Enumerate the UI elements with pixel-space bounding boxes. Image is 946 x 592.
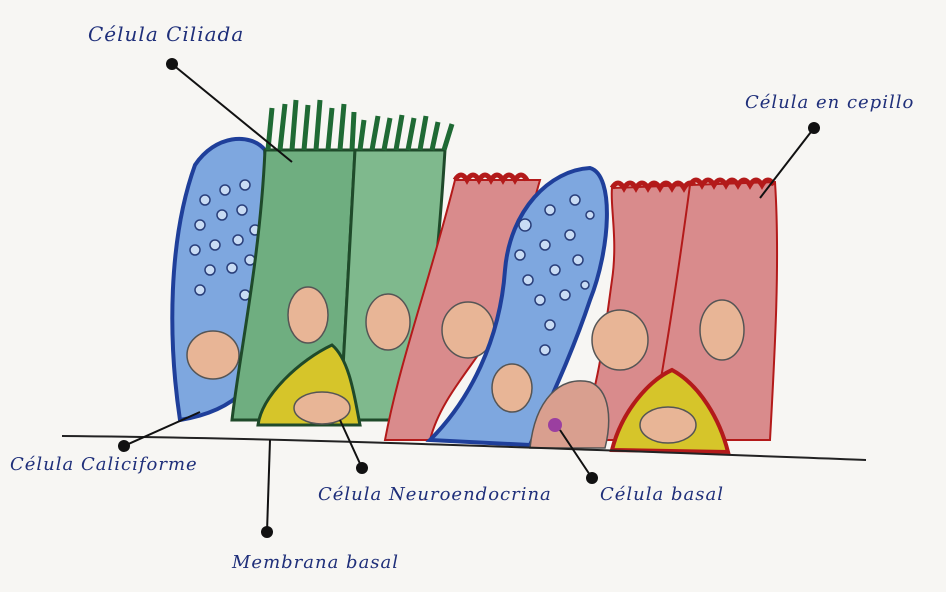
nucleus-goblet-right	[492, 364, 532, 412]
nucleus-neuroendocrine-right	[640, 407, 696, 443]
label-goblet-cell: Célula Caliciforme	[10, 454, 198, 475]
nucleus-brush-2	[592, 310, 648, 370]
microvilli-1	[455, 175, 527, 180]
nucleus-neuroendocrine-left	[294, 392, 350, 424]
basal-cell-granule	[548, 418, 562, 432]
leader-caliciforme	[124, 412, 200, 446]
leader-neuro	[340, 420, 362, 468]
label-neuroendocrine-cell: Célula Neuroendocrina	[318, 484, 552, 505]
nucleus-brush-3	[700, 300, 744, 360]
leader-cepillo	[760, 128, 814, 198]
label-basement-membrane: Membrana basal	[232, 552, 399, 573]
label-brush-cell: Célula en cepillo	[745, 92, 914, 113]
cilia-1	[268, 100, 354, 150]
nucleus-ciliated-1	[288, 287, 328, 343]
label-ciliated-cell: Célula Ciliada	[88, 22, 244, 46]
nucleus-goblet-left	[187, 331, 239, 379]
leader-membrana	[267, 440, 270, 532]
label-basal-cell: Célula basal	[600, 484, 724, 505]
nucleus-ciliated-2	[366, 294, 410, 350]
cilia-2	[360, 115, 452, 150]
